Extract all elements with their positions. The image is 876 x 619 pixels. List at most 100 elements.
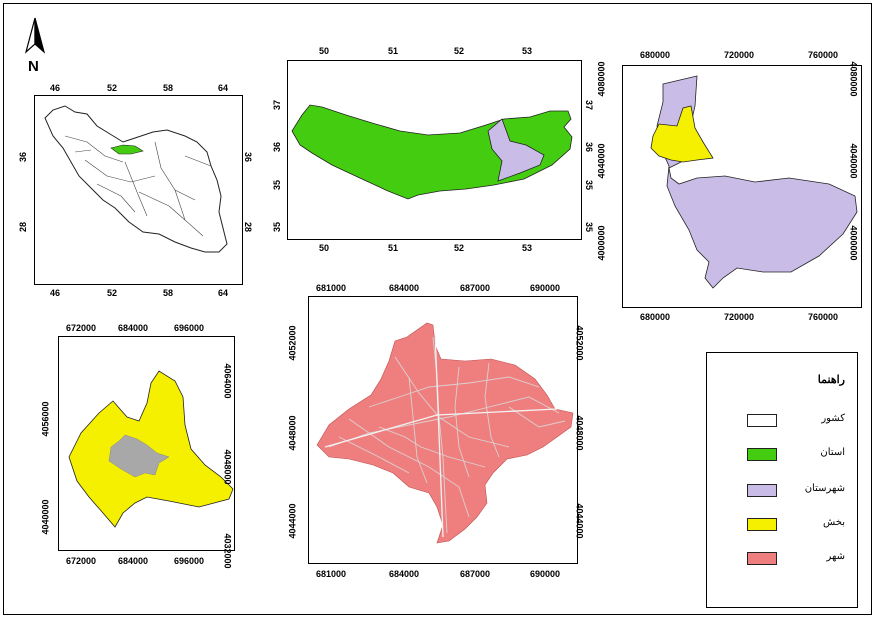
country-right-tick: 28	[243, 221, 254, 233]
city-bottom-tick: 687000	[460, 569, 491, 579]
legend-item-district: بخش	[707, 515, 857, 535]
province-top-tick: 50	[319, 46, 330, 56]
legend-label: استان	[820, 447, 845, 458]
country-bottom-tick: 58	[163, 288, 174, 298]
city-left-tick: 4048000	[287, 415, 298, 451]
province-left-tick: 37	[272, 99, 283, 111]
country-outline	[44, 105, 228, 253]
county-right-tick: 4080000	[848, 61, 859, 97]
country-bottom-tick: 46	[50, 288, 61, 298]
city-bottom-tick: 681000	[316, 569, 347, 579]
legend-swatch	[747, 414, 777, 427]
county-bottom-tick: 720000	[724, 312, 755, 322]
legend-label: شهرستان	[804, 483, 845, 494]
district-bottom-tick: 696000	[174, 556, 205, 566]
country-left-tick: 36	[18, 151, 29, 163]
province-bottom-tick: 53	[522, 243, 533, 253]
province-highlight	[110, 144, 144, 155]
country-top-tick: 46	[50, 83, 61, 93]
country-bottom-tick: 64	[218, 288, 229, 298]
legend-item-country: کشور	[707, 411, 857, 431]
district-left-tick: 4040000	[40, 499, 51, 535]
province-left-tick: 35	[272, 179, 283, 191]
county-bottom-tick: 760000	[808, 312, 839, 322]
legend-title: راهنما	[817, 374, 845, 386]
province-right-tick: 35	[584, 221, 595, 233]
county-right-tick: 4000000	[848, 225, 859, 261]
north-arrow-icon	[24, 17, 46, 54]
province-top-tick: 52	[454, 46, 465, 56]
legend-label: بخش	[823, 517, 845, 528]
map-legend: راهنما کشور استان شهرستان بخش شهر	[706, 352, 858, 608]
city-highlight	[108, 434, 170, 478]
province-right-tick: 35	[584, 179, 595, 191]
city-map-drawing	[316, 322, 574, 544]
legend-swatch	[747, 448, 777, 461]
district-top-tick: 684000	[118, 323, 149, 333]
legend-swatch	[747, 484, 777, 497]
city-top-tick: 684000	[389, 283, 420, 293]
county-left-tick: 4080000	[596, 61, 607, 97]
county-top-tick: 720000	[724, 50, 755, 60]
province-map-panel	[287, 60, 582, 240]
country-map-panel	[34, 95, 243, 285]
county-right-tick: 4040000	[848, 143, 859, 179]
province-left-tick: 36	[272, 141, 283, 153]
district-bottom-tick: 672000	[66, 556, 97, 566]
country-left-tick: 28	[18, 221, 29, 233]
province-bottom-tick: 52	[454, 243, 465, 253]
district-left-tick: 4056000	[40, 401, 51, 437]
province-top-tick: 53	[522, 46, 533, 56]
district-highlight	[650, 105, 714, 163]
country-right-tick: 36	[243, 151, 254, 163]
district-map-panel	[58, 336, 235, 551]
map-layout-frame	[3, 3, 872, 615]
county-top-tick: 760000	[808, 50, 839, 60]
province-bottom-tick: 51	[388, 243, 399, 253]
city-top-tick: 681000	[316, 283, 347, 293]
city-top-tick: 690000	[530, 283, 561, 293]
city-left-tick: 4044000	[287, 503, 298, 539]
city-right-tick: 4052000	[574, 325, 585, 361]
county-top-tick: 680000	[640, 50, 671, 60]
country-bottom-tick: 52	[107, 288, 118, 298]
county-shape	[656, 75, 858, 289]
county-left-tick: 4040000	[596, 143, 607, 179]
legend-swatch	[747, 518, 777, 531]
province-top-tick: 51	[388, 46, 399, 56]
county-map-panel	[622, 65, 862, 308]
county-map-drawing	[650, 75, 858, 289]
province-map-drawing	[291, 104, 573, 200]
legend-swatch	[747, 552, 777, 565]
district-map-drawing	[68, 370, 234, 528]
legend-item-province: استان	[707, 445, 857, 465]
north-label: N	[28, 58, 39, 75]
city-bottom-tick: 690000	[530, 569, 561, 579]
city-right-tick: 4048000	[574, 415, 585, 451]
legend-label: کشور	[821, 413, 845, 424]
city-right-tick: 4044000	[574, 503, 585, 539]
country-top-tick: 52	[107, 83, 118, 93]
city-map-panel	[308, 296, 578, 564]
legend-item-city: شهر	[707, 549, 857, 569]
province-left-tick: 35	[272, 221, 283, 233]
city-shape	[316, 322, 574, 544]
city-left-tick: 4052000	[287, 325, 298, 361]
legend-label: شهر	[826, 551, 845, 562]
district-right-tick: 4032000	[222, 533, 233, 569]
district-top-tick: 672000	[66, 323, 97, 333]
country-top-tick: 64	[218, 83, 229, 93]
district-top-tick: 696000	[174, 323, 205, 333]
city-top-tick: 687000	[460, 283, 491, 293]
county-left-tick: 4000000	[596, 225, 607, 261]
district-bottom-tick: 684000	[118, 556, 149, 566]
legend-item-county: شهرستان	[707, 481, 857, 501]
province-right-tick: 37	[584, 99, 595, 111]
country-map-drawing	[44, 105, 228, 253]
city-bottom-tick: 684000	[389, 569, 420, 579]
county-bottom-tick: 680000	[640, 312, 671, 322]
province-right-tick: 36	[584, 141, 595, 153]
district-right-tick: 4064000	[222, 363, 233, 399]
district-right-tick: 4048000	[222, 449, 233, 485]
